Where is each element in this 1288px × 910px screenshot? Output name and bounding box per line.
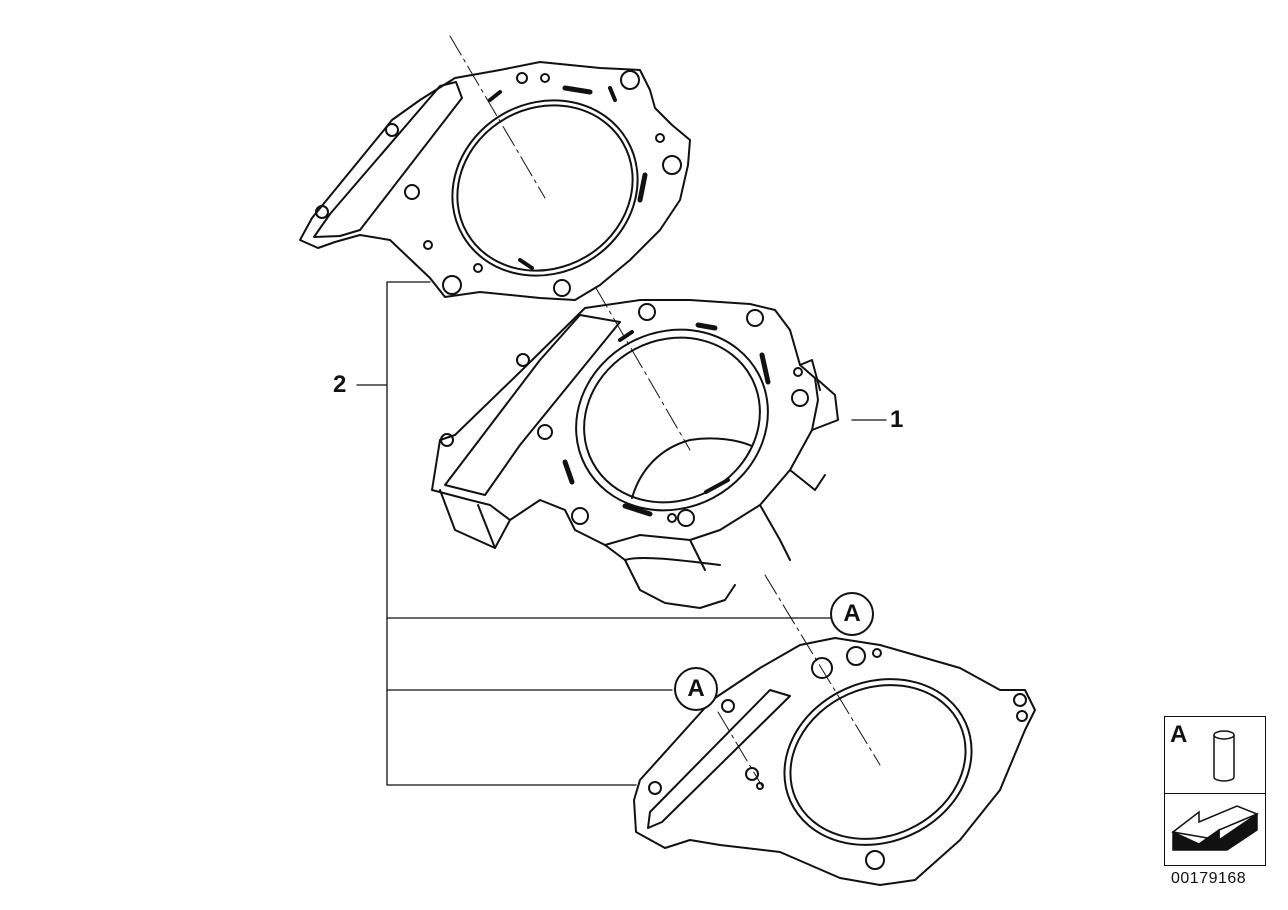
diagram-number: 00179168 [1171,870,1247,887]
callout-a-upper[interactable]: A [830,592,874,636]
axis-centerlines [449,35,881,787]
dowel-pin-icon [1213,730,1235,782]
leader-lines [356,281,887,786]
legend-letter: A [1170,721,1188,748]
direction-arrow-icon [1171,805,1259,851]
callout-a-lower[interactable]: A [674,667,718,711]
top-gasket[interactable] [299,61,691,309]
legend-arrow-section [1165,794,1265,865]
legend-panel: A [1164,716,1266,866]
part-label-1: 1 [890,406,904,433]
legend-dowel-section: A [1165,717,1265,794]
cylinder-part[interactable] [431,296,839,609]
part-label-2: 2 [333,371,347,398]
